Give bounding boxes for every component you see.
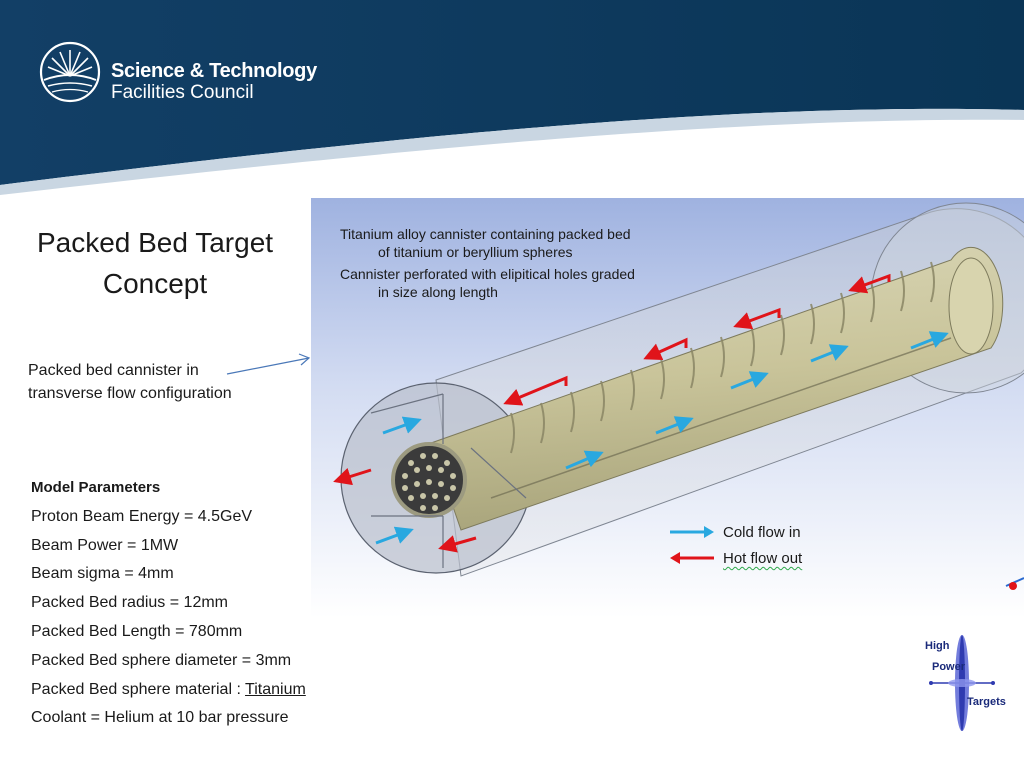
cannister-figure bbox=[311, 198, 1024, 618]
note-cannister-material: Titanium alloy cannister containing pack… bbox=[340, 226, 631, 260]
model-parameters: Model Parameters Proton Beam Energy = 4.… bbox=[31, 474, 361, 733]
figure-caption: Packed bed cannister in transverse flow … bbox=[28, 359, 288, 405]
param-length: Packed Bed Length = 780mm bbox=[31, 622, 243, 640]
high-power-targets-logo: High Power Targets bbox=[920, 628, 1010, 738]
param-sphere-diameter: Packed Bed sphere diameter = 3mm bbox=[31, 651, 292, 669]
hpt-word-high: High bbox=[925, 640, 950, 652]
blue-arrow-icon bbox=[670, 526, 714, 538]
title-line1: Packed Bed Target bbox=[36, 227, 274, 258]
figure-notes: Titanium alloy cannister containing pack… bbox=[340, 225, 640, 305]
flow-legend: Cold flow in Hot flow out bbox=[668, 522, 848, 574]
caption-line2: transverse flow configuration bbox=[28, 385, 232, 402]
logo-line2: Facilities Council bbox=[111, 82, 254, 103]
hpt-word-targets: Targets bbox=[967, 696, 1006, 708]
cannister-render bbox=[311, 198, 1024, 618]
legend-hot: Hot flow out bbox=[668, 548, 848, 574]
sunburst-icon bbox=[39, 41, 101, 103]
params-heading: Model Parameters bbox=[31, 479, 161, 496]
param-coolant: Coolant = Helium at 10 bar pressure bbox=[31, 709, 289, 727]
stfc-logo: Science & Technology Facilities Council bbox=[38, 40, 328, 104]
hpt-emblem-icon bbox=[929, 635, 995, 731]
material-value: Titanium bbox=[245, 680, 306, 698]
header-swoosh bbox=[0, 0, 1024, 195]
caption-line1: Packed bed cannister in bbox=[28, 362, 199, 379]
param-power: Beam Power = 1MW bbox=[31, 536, 179, 554]
param-sphere-material: Packed Bed sphere material : Titanium bbox=[31, 676, 361, 705]
legend-cold-label: Cold flow in bbox=[723, 524, 801, 541]
slide-title: Packed Bed Target Concept bbox=[20, 222, 290, 304]
caption-pointer-arrow bbox=[226, 353, 311, 375]
legend-hot-label: Hot flow out bbox=[723, 550, 803, 567]
hpt-word-power: Power bbox=[932, 661, 966, 673]
title-line2: Concept bbox=[102, 268, 208, 299]
logo-line1: Science & Technology bbox=[111, 60, 317, 82]
param-energy: Proton Beam Energy = 4.5GeV bbox=[31, 507, 253, 525]
material-prefix: Packed Bed sphere material : bbox=[31, 680, 246, 698]
param-radius: Packed Bed radius = 12mm bbox=[31, 594, 228, 612]
red-arrow-icon bbox=[670, 552, 714, 564]
legend-cold: Cold flow in bbox=[668, 522, 848, 548]
note-cannister-perforation: Cannister perforated with elipitical hol… bbox=[340, 266, 635, 300]
header-band: Science & Technology Facilities Council bbox=[0, 0, 1024, 200]
param-sigma: Beam sigma = 4mm bbox=[31, 565, 174, 583]
